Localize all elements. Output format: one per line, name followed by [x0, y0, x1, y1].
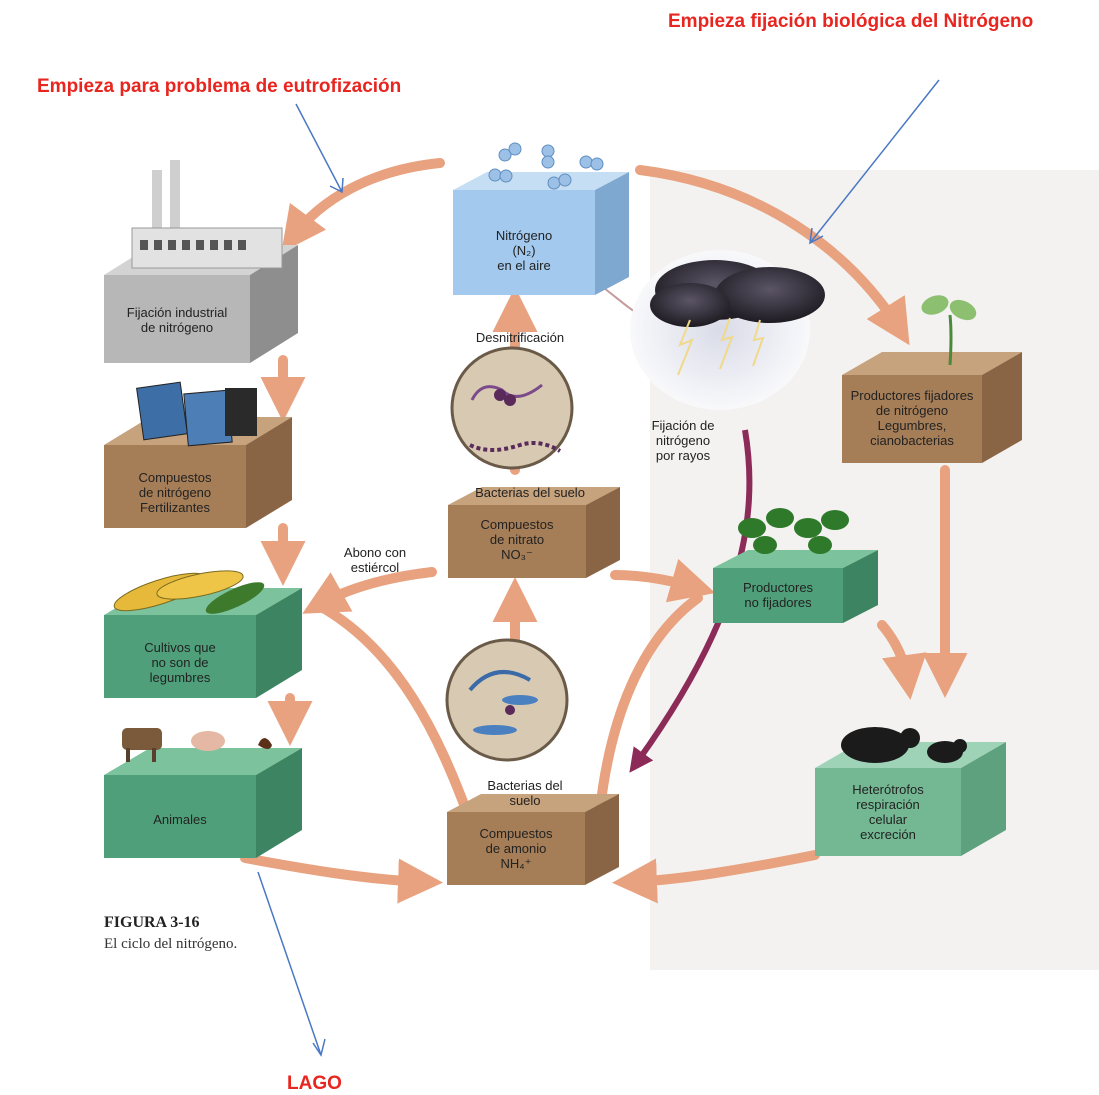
- annotation-biological-fixation: Empieza fijación biológica del Nitrógeno: [668, 11, 1034, 32]
- pointer-eutrophication: [295, 103, 343, 193]
- soil-bacteria-label-top: Bacterias del suelo: [475, 485, 585, 500]
- arrow-air-to-legumes: [635, 165, 910, 346]
- box-industrial-label: Fijación industrial de nitrógeno: [126, 305, 228, 335]
- box-air: [453, 172, 629, 295]
- box-producers-nonfixing: [713, 550, 878, 623]
- arrow-air-to-industrial: [281, 158, 445, 253]
- box-producers-nonfixing-label: Productores no fijadores: [742, 580, 814, 610]
- box-animals: [104, 748, 302, 858]
- denitrification-label: Desnitrificación: [475, 330, 565, 345]
- annotation-lake: LAGO: [287, 1073, 342, 1094]
- arrow-ammonium-to-producers: [595, 593, 703, 815]
- bears-icon: [841, 727, 967, 763]
- figure-caption: El ciclo del nitrógeno.: [104, 936, 238, 952]
- plants-icon: [738, 508, 849, 554]
- arrow-producers-to-heterotrophs: [877, 620, 927, 700]
- arrow-ammonium-to-crops: [313, 600, 473, 820]
- nitrogen-molecules: [488, 142, 604, 190]
- box-heterotrophs-label: Heterótrofos respiración celular excreci…: [852, 782, 924, 842]
- box-air-label: Nitrógeno (N₂) en el aire: [495, 228, 553, 273]
- annotation-pointers: [257, 79, 940, 1057]
- manure-label: Abono con estiércol: [343, 545, 407, 575]
- pointer-lake: [257, 871, 322, 1056]
- denitrifying-bacteria-icon: [450, 346, 574, 470]
- box-ammonium: [447, 794, 619, 885]
- figure-title: FIGURA 3-16: [104, 914, 200, 931]
- box-animals-label: Animales: [153, 812, 207, 827]
- box-producers-fixing-label: Productores fijadores de nitrógeno Legum…: [850, 388, 974, 448]
- farm-animals-icon: [122, 728, 272, 762]
- arrow-animals-to-ammonium: [240, 853, 443, 904]
- arrow-heterotrophs-to-ammonium: [612, 850, 820, 904]
- box-nitrate: [448, 487, 620, 578]
- lightning-fixation-label: Fijación de nitrógeno por rayos: [651, 418, 715, 463]
- arrow-nitrate-to-crops: [302, 567, 437, 614]
- arrow-nitrate-to-producers: [610, 558, 716, 603]
- box-nitrate-label: Compuestos de nitrato NO₃⁻: [480, 517, 554, 562]
- pointer-eutrophication-head: [329, 177, 344, 194]
- box-ammonium-label: Compuestos de amonio NH₄⁺: [479, 826, 553, 871]
- lightning-cloud-icon: [630, 250, 825, 410]
- box-crops-label: Cultivos que no son de legumbres: [144, 640, 216, 685]
- annotation-eutrophication: Empieza para problema de eutrofización: [37, 76, 402, 97]
- pointer-biological-fixation: [809, 79, 940, 244]
- nitrifying-bacteria-icon: [445, 638, 569, 762]
- box-producers-fixing: [842, 352, 1022, 463]
- factory-icon: [131, 160, 283, 269]
- pointer-lake-head: [312, 1038, 326, 1057]
- corn-icon: [113, 570, 265, 614]
- sprout-icon: [921, 295, 977, 366]
- fertilizer-bags-icon: [136, 381, 257, 447]
- soil-bacteria-label-bottom: Bacterias del suelo: [487, 778, 563, 808]
- pointer-biological-fixation-head: [809, 227, 824, 245]
- box-fertilizers-label: Compuestos de nitrógeno Fertilizantes: [138, 470, 212, 515]
